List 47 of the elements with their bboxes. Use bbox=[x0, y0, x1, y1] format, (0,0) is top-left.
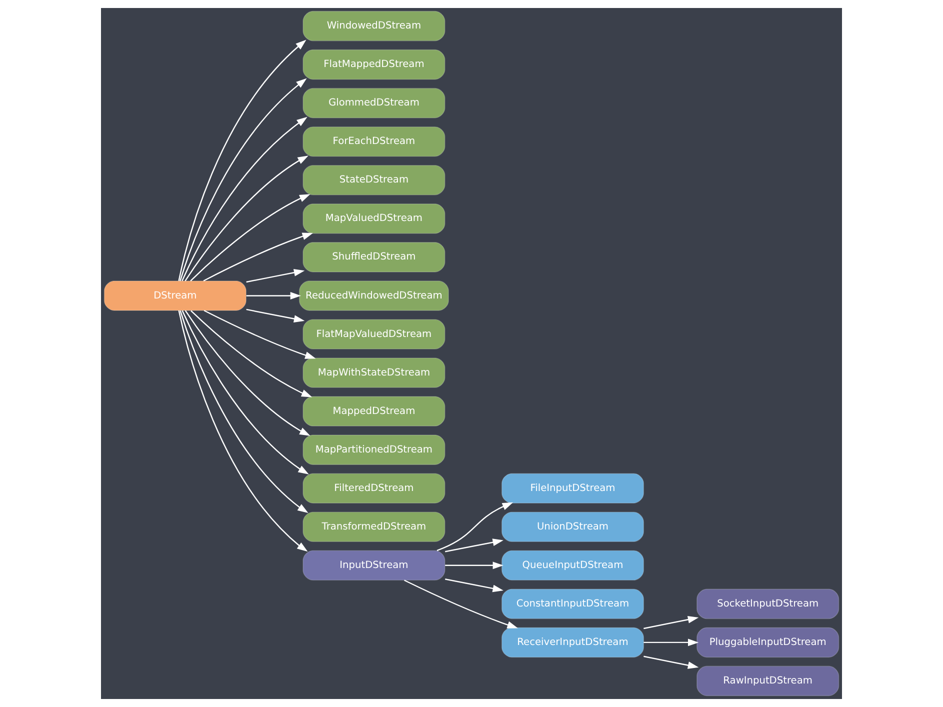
arrow bbox=[184, 156, 308, 282]
node-box: MapPartitionedDStream bbox=[302, 434, 446, 465]
node-box: DStream bbox=[104, 280, 246, 311]
arrow bbox=[445, 538, 504, 552]
arrow bbox=[190, 194, 310, 282]
arrow bbox=[178, 40, 306, 281]
node-box: ForEachDStream bbox=[302, 126, 446, 157]
arrow bbox=[204, 310, 316, 359]
arrow bbox=[246, 292, 302, 300]
arrow bbox=[178, 310, 308, 552]
arrow bbox=[182, 116, 308, 282]
arrow bbox=[184, 310, 310, 436]
arrow bbox=[180, 78, 307, 282]
arrow bbox=[644, 656, 699, 669]
node-box: RawInputDStream bbox=[696, 666, 840, 696]
node-box: FlatMappedDStream bbox=[302, 49, 446, 80]
arrow bbox=[445, 578, 504, 592]
node-box: TransformedDStream bbox=[302, 512, 446, 542]
arrow bbox=[246, 308, 305, 322]
node-box: InputDStream bbox=[302, 550, 446, 581]
node-box: MapWithStateDStream bbox=[302, 358, 446, 388]
node-box: WindowedDStream bbox=[302, 10, 446, 42]
node-box: UnionDStream bbox=[501, 512, 644, 542]
node-box: SocketInputDStream bbox=[696, 588, 840, 620]
node-box: GlommedDStream bbox=[302, 88, 446, 118]
arrow bbox=[404, 580, 518, 628]
node-box: FilteredDStream bbox=[302, 473, 446, 504]
node-box: MappedDStream bbox=[302, 396, 446, 426]
node-box: StateDStream bbox=[302, 164, 446, 196]
node-box: ShuffledDStream bbox=[302, 242, 446, 272]
node-box: QueueInputDStream bbox=[501, 550, 644, 581]
node-box: ConstantInputDStream bbox=[501, 588, 644, 620]
arrow bbox=[436, 502, 514, 552]
arrow bbox=[190, 310, 312, 398]
node-box: ReceiverInputDStream bbox=[501, 627, 644, 658]
arrow bbox=[644, 616, 699, 630]
arrow bbox=[644, 638, 699, 646]
node-box: FileInputDStream bbox=[501, 473, 644, 504]
node-box: PluggableInputDStream bbox=[696, 627, 840, 658]
arrow bbox=[445, 562, 504, 570]
node-box: ReducedWindowedDStream bbox=[298, 280, 449, 311]
arrow bbox=[203, 232, 314, 282]
arrow bbox=[182, 310, 309, 474]
node-box: MapValuedDStream bbox=[302, 204, 446, 234]
arrow bbox=[246, 268, 305, 283]
node-box: FlatMapValuedDStream bbox=[302, 319, 446, 350]
arrow bbox=[180, 310, 308, 514]
